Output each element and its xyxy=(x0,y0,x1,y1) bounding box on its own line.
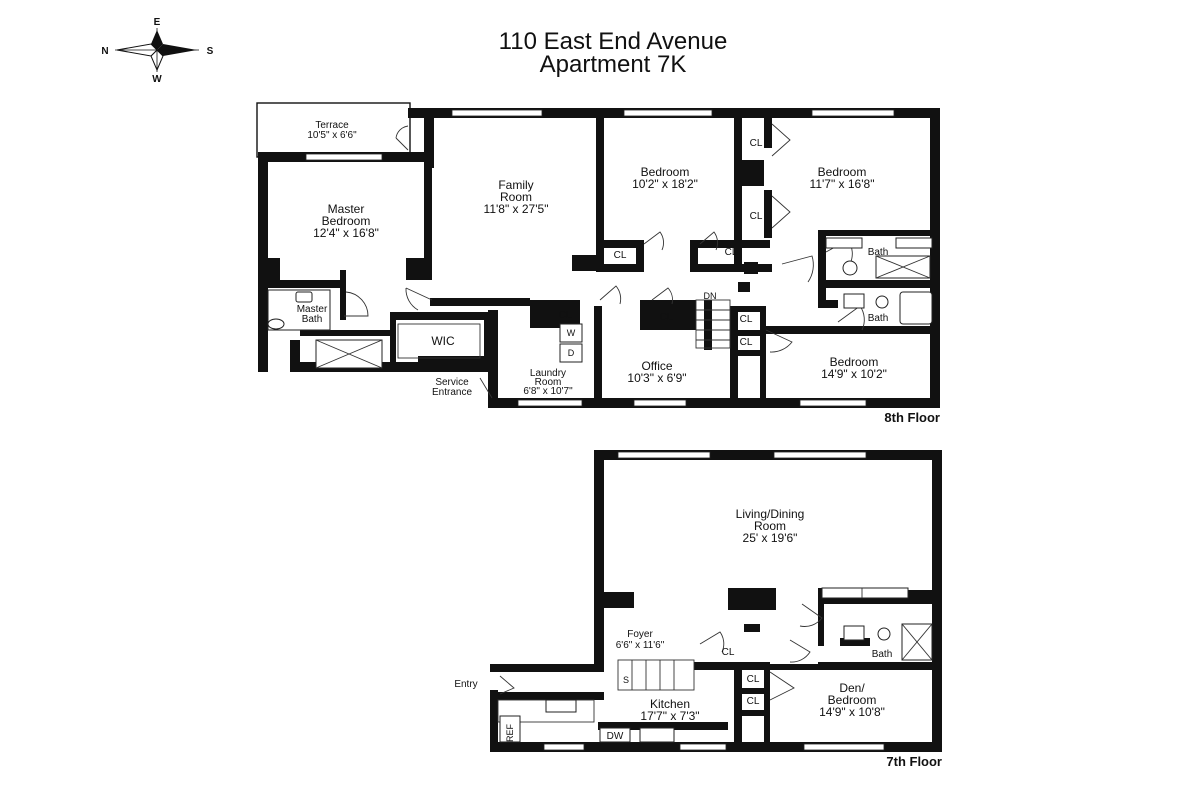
closet-label: CL xyxy=(747,696,760,707)
floor8-fixtures xyxy=(267,123,933,399)
bath-lower-label: Bath xyxy=(868,313,889,324)
stair-icon xyxy=(695,299,731,349)
master-bedroom-size: 12'4" x 16'8" xyxy=(313,226,379,240)
laundry-label-1: Laundry xyxy=(530,368,566,379)
floor7-labels: Living/Dining Room 25' x 19'6" Foyer 6'6… xyxy=(454,507,942,769)
family-room-size: 11'8" x 27'5" xyxy=(484,202,549,216)
compass-east: E xyxy=(154,17,161,28)
living-dining-size: 25' x 19'6" xyxy=(743,531,798,545)
service-entrance-label-1: Service xyxy=(435,377,469,388)
dryer-label: D xyxy=(568,348,575,358)
title-address: 110 East End Avenue xyxy=(499,28,728,55)
floor8-labels: Terrace 10'5" x 6'6" Master Bedroom 12'4… xyxy=(297,120,940,425)
terrace-label: Terrace xyxy=(315,120,349,131)
master-bedroom-label-2: Bedroom xyxy=(322,214,371,228)
bath-upper-label: Bath xyxy=(868,247,889,258)
office-size: 10'3" x 6'9" xyxy=(627,371,686,385)
den-size: 14'9" x 10'8" xyxy=(819,705,885,719)
service-entrance-label-2: Entrance xyxy=(432,387,472,398)
closet-label: CL xyxy=(559,310,572,321)
living-dining-label-2: Room xyxy=(754,519,786,533)
closet-label: CL xyxy=(660,312,673,323)
floor7-fixtures xyxy=(497,587,933,743)
laundry-label-2: Room xyxy=(535,377,562,388)
dishwasher-label: DW xyxy=(607,731,624,742)
floor8-label: 8th Floor xyxy=(884,410,940,425)
family-room-label-2: Room xyxy=(500,190,532,204)
kitchen-size: 17'7" x 7'3" xyxy=(640,709,699,723)
bedroom-b-label: Bedroom xyxy=(818,165,867,179)
living-dining-label-1: Living/Dining xyxy=(736,507,805,521)
compass-west: W xyxy=(152,74,162,85)
closet-label: CL xyxy=(614,250,627,261)
compass-south: S xyxy=(207,46,214,57)
laundry-size: 6'8" x 10'7" xyxy=(523,386,573,397)
compass-rose-icon: E N S W xyxy=(101,17,213,85)
bedroom-a-label: Bedroom xyxy=(641,165,690,179)
bath-label: Bath xyxy=(872,649,893,660)
closet-label: CL xyxy=(750,138,763,149)
foyer-label: Foyer xyxy=(627,629,653,640)
foyer-size: 6'6" x 11'6" xyxy=(616,640,665,651)
closet-label: CL xyxy=(750,211,763,222)
closet-label: CL xyxy=(747,674,760,685)
master-bath-label-1: Master xyxy=(297,304,328,315)
title-apartment: Apartment 7K xyxy=(540,51,687,78)
office-label: Office xyxy=(641,359,672,373)
refrigerator-label: REF xyxy=(505,723,515,742)
floor8-windows xyxy=(305,109,895,407)
bedroom-a-size: 10'2" x 18'2" xyxy=(632,177,698,191)
washer-label: W xyxy=(567,328,576,338)
den-label-2: Bedroom xyxy=(828,693,877,707)
bedroom-c-label: Bedroom xyxy=(830,355,879,369)
entry-label: Entry xyxy=(454,679,477,690)
terrace-size: 10'5" x 6'6" xyxy=(307,130,357,141)
bedroom-c-size: 14'9" x 10'2" xyxy=(821,367,887,381)
closet-label: CL xyxy=(722,647,735,658)
kitchen-label: Kitchen xyxy=(650,697,690,711)
compass-north: N xyxy=(101,46,108,57)
stair-down-label: DN xyxy=(704,291,717,301)
closet-label: CL xyxy=(740,314,753,325)
floor7-label: 7th Floor xyxy=(886,754,942,769)
stair-icon xyxy=(617,659,695,691)
floor7-walls xyxy=(490,450,942,752)
family-room-label-1: Family xyxy=(498,178,533,192)
stair-up-label: S xyxy=(623,675,629,685)
closet-label: CL xyxy=(740,337,753,348)
floor7-windows xyxy=(543,451,885,751)
bedroom-b-size: 11'7" x 16'8" xyxy=(810,177,875,191)
wic-label: WIC xyxy=(431,334,455,348)
master-bedroom-label-1: Master xyxy=(328,202,365,216)
master-bath-label-2: Bath xyxy=(302,314,323,325)
den-label-1: Den/ xyxy=(839,681,865,695)
closet-label: CL xyxy=(725,247,738,258)
